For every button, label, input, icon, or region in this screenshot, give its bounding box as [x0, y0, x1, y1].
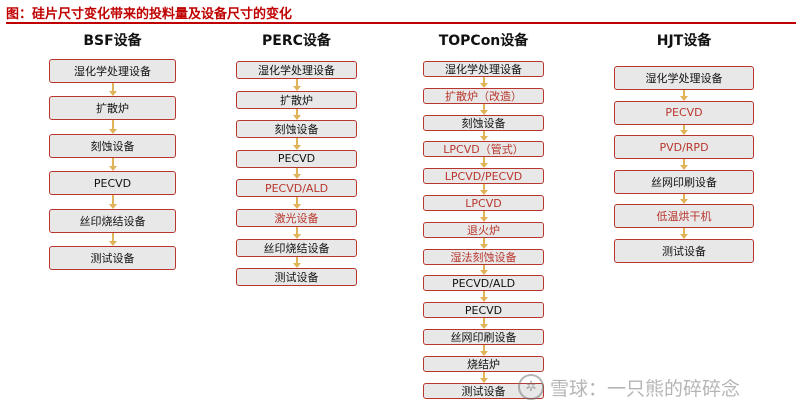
process-step-box: 低温烘干机: [614, 204, 754, 229]
process-step-box: PVD/RPD: [614, 135, 754, 160]
flow-arrow: [108, 83, 117, 97]
figure-title: 图：硅片尺寸变化带来的投料量及设备尺寸的变化: [6, 7, 293, 22]
flow-arrow: [479, 77, 488, 88]
process-step-box: LPCVD/PECVD: [423, 168, 544, 185]
flow-arrow: [479, 184, 488, 195]
flow-arrow: [479, 237, 488, 249]
flow-arrow: [108, 195, 117, 210]
process-step-box: 丝网印刷设备: [423, 329, 544, 345]
process-step-box: PECVD: [423, 302, 544, 319]
process-step-box: 测试设备: [236, 268, 357, 287]
process-step-box: 湿化学处理设备: [49, 59, 176, 83]
flow-arrow: [108, 120, 117, 135]
flow-arrow: [108, 157, 117, 172]
process-step-box: 测试设备: [49, 246, 176, 270]
snowball-logo-icon: ✲: [518, 374, 544, 400]
process-step-box: 丝印烧结设备: [236, 238, 357, 257]
process-step-box: 湿化学处理设备: [614, 66, 754, 90]
column-heading: HJT设备: [656, 33, 712, 49]
process-step-box: 刻蚀设备: [423, 114, 544, 131]
process-step-box: PECVD/ALD: [236, 179, 357, 198]
flow-arrow: [479, 345, 488, 356]
process-step-box: 烧结炉: [423, 355, 544, 372]
flow-arrow: [680, 193, 688, 204]
process-step-box: PECVD: [49, 171, 176, 196]
process-step-box: 扩散炉（改造）: [423, 87, 544, 104]
process-step-box: 丝印烧结设备: [49, 208, 176, 233]
process-step-box: 退火炉: [423, 221, 544, 238]
process-step-box: 激光设备: [236, 209, 357, 227]
process-step-box: 扩散炉: [49, 96, 176, 121]
flow-arrow: [479, 318, 488, 329]
flow-arrow: [292, 79, 301, 91]
process-step-box: 湿法刻蚀设备: [423, 248, 544, 265]
flow-arrow: [479, 157, 488, 168]
flow-arrow: [479, 291, 488, 302]
title-divider: [6, 22, 796, 24]
flow-arrow: [479, 103, 488, 115]
column-heading: PERC设备: [262, 33, 331, 49]
column-heading: BSF设备: [83, 33, 142, 49]
flow-arrow: [680, 159, 688, 170]
flow-arrow: [292, 138, 301, 150]
process-step-box: 刻蚀设备: [236, 120, 357, 139]
flow-arrow: [479, 371, 488, 383]
process-step-box: PECVD: [614, 100, 754, 125]
flow-arrow: [479, 130, 488, 142]
process-step-box: 测试设备: [614, 239, 754, 263]
watermark: ✲ 雪球：一只熊的碎碎念: [518, 372, 740, 402]
process-step-box: 湿化学处理设备: [236, 61, 357, 79]
process-step-box: PECVD/ALD: [423, 275, 544, 292]
process-step-box: 扩散炉: [236, 90, 357, 109]
flow-arrow: [680, 124, 688, 135]
flow-arrow: [292, 227, 301, 239]
process-step-box: PECVD: [236, 149, 357, 168]
process-step-box: LPCVD: [423, 195, 544, 211]
column-heading: TOPCon设备: [438, 33, 529, 49]
process-step-box: 刻蚀设备: [49, 133, 176, 158]
flow-arrow: [479, 264, 488, 276]
process-step-box: 测试设备: [423, 382, 544, 399]
watermark-text: 雪球：一只熊的碎碎念: [550, 377, 741, 400]
process-step-box: 丝网印刷设备: [614, 169, 754, 194]
flow-arrow: [292, 108, 301, 120]
flow-arrow: [108, 232, 117, 247]
flow-arrow: [680, 228, 688, 239]
process-step-box: 湿化学处理设备: [423, 61, 544, 77]
flow-arrow: [292, 256, 301, 268]
flow-arrow: [292, 167, 301, 179]
process-step-box: LPCVD（管式）: [423, 141, 544, 158]
flow-arrow: [292, 197, 301, 209]
flow-arrow: [479, 211, 488, 222]
flow-arrow: [680, 90, 688, 101]
